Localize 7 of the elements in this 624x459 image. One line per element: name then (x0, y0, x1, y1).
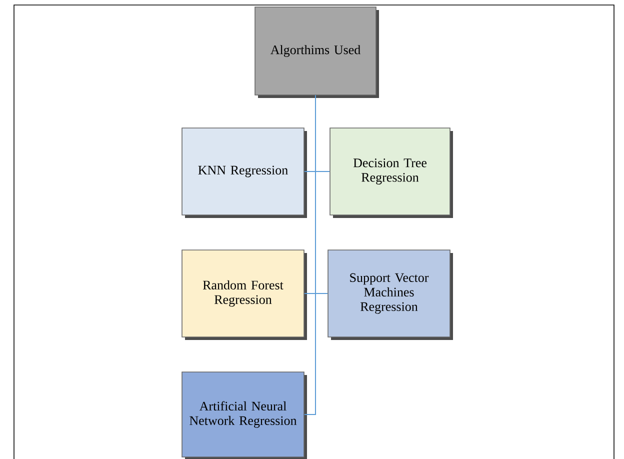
process-box: Random Forest Regression (182, 250, 307, 340)
root-box: Algorthims Used (254, 6, 379, 98)
process-box: Decision Tree Regression (330, 128, 453, 218)
process-box: Artificial Neural Network Regression (182, 372, 307, 459)
process-box: Support Vector Machines Regression (328, 250, 453, 340)
connector-line (304, 94, 316, 415)
process-box: KNN Regression (182, 128, 307, 218)
